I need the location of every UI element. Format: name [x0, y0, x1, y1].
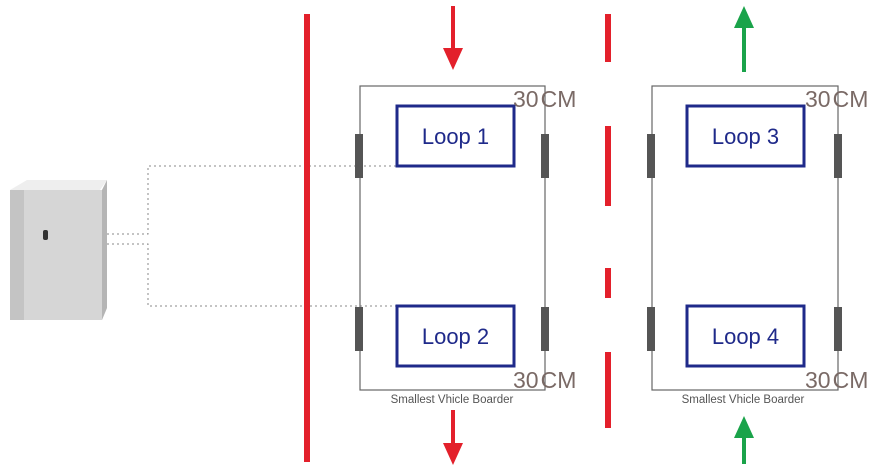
loop-1-label: Loop 1 [422, 124, 489, 149]
entry-arrow-top-icon [443, 6, 463, 70]
lane-exit: Loop 3 Loop 4 30CM 30CM Smallest Vhicle … [647, 85, 868, 406]
sensor-bar [647, 134, 655, 178]
dimension-label-top: 30CM [805, 86, 868, 112]
exit-arrow-bottom-icon [734, 416, 754, 464]
vehicle-border-label: Smallest Vhicle Boarder [682, 394, 805, 406]
cabinet-lock-icon [43, 230, 48, 240]
loop-3-label: Loop 3 [712, 124, 779, 149]
exit-arrow-top-icon [734, 6, 754, 72]
loop-2 [395, 304, 516, 368]
sensor-bar [541, 134, 549, 178]
entry-arrow-bottom-icon [443, 410, 463, 465]
loop-1 [395, 104, 516, 168]
loop-4-label: Loop 4 [712, 324, 779, 349]
lane-entry: Loop 1 Loop 2 30CM 30CM Smallest Vhicle … [355, 85, 576, 406]
loop-4 [685, 304, 806, 368]
loop-3 [685, 104, 806, 168]
sensor-bar [355, 134, 363, 178]
sensor-bar [541, 307, 549, 351]
loop-wiring [107, 165, 397, 307]
vehicle-border-label: Smallest Vhicle Boarder [391, 394, 514, 406]
sensor-bar [647, 307, 655, 351]
dimension-label-bottom: 30CM [805, 367, 868, 393]
lane-outline [359, 85, 546, 391]
sensor-bar [355, 307, 363, 351]
dimension-label-top: 30CM [513, 86, 576, 112]
sensor-bar [834, 134, 842, 178]
sensor-bar [834, 307, 842, 351]
loop-2-label: Loop 2 [422, 324, 489, 349]
dimension-label-bottom: 30CM [513, 367, 576, 393]
lane-outline [651, 85, 839, 391]
control-cabinet [10, 180, 107, 320]
